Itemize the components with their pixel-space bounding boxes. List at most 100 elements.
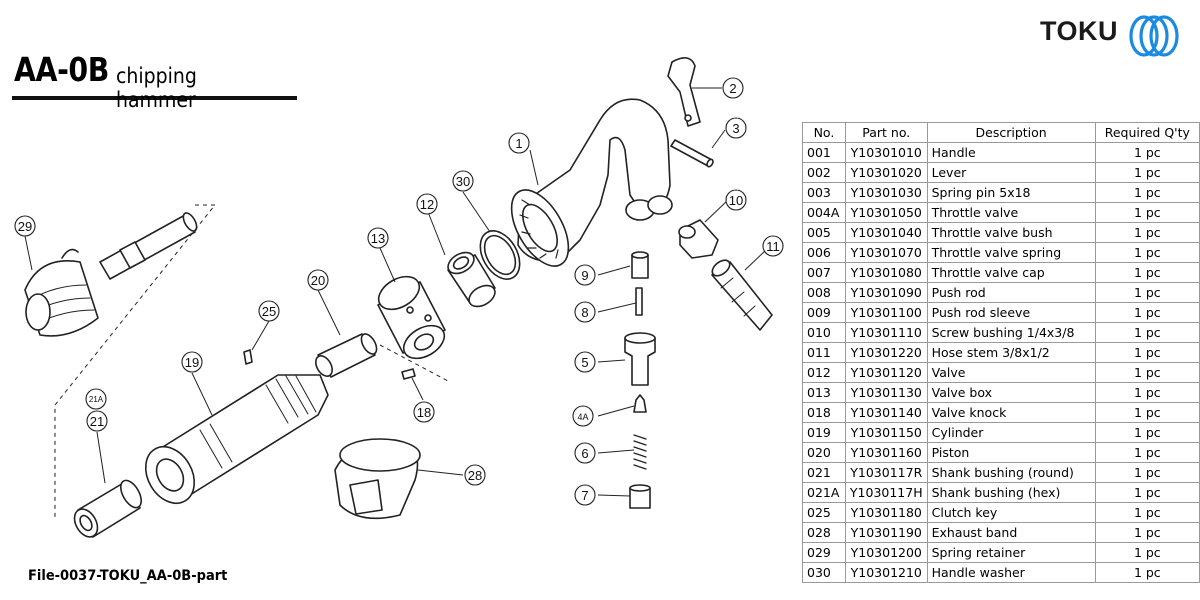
cell-description: Clutch key (926, 502, 1096, 523)
cell-part-no: Y10301220 (844, 342, 928, 363)
cell-part-no: Y10301200 (844, 542, 928, 563)
valve-part (447, 251, 496, 308)
cell-description: Valve box (926, 382, 1096, 403)
callout-9: 9 (581, 268, 588, 283)
header-required-qty: Required Q'ty (1094, 122, 1200, 143)
cell-no: 008 (802, 282, 846, 303)
callout-4a: 4A (577, 412, 588, 422)
callout-21a: 21A (89, 395, 104, 404)
cell-no: 012 (802, 362, 846, 383)
cell-description: Spring retainer (926, 542, 1096, 563)
cell-no: 028 (802, 522, 846, 543)
cell-no: 021 (802, 462, 846, 483)
cell-qty: 1 pc (1094, 442, 1200, 463)
hose-stem-part (711, 259, 773, 331)
cell-description: Shank bushing (round) (926, 462, 1096, 483)
cell-part-no: Y1030117H (844, 482, 928, 503)
cell-part-no: Y10301150 (844, 422, 928, 443)
parts-table: No. Part no. Description Required Q'ty 0… (802, 122, 1200, 583)
cell-part-no: Y1030117R (844, 462, 928, 483)
cell-part-no: Y10301010 (844, 142, 928, 163)
cell-part-no: Y10301020 (844, 162, 928, 183)
cell-qty: 1 pc (1094, 162, 1200, 183)
cell-qty: 1 pc (1094, 482, 1200, 503)
cell-no: 010 (802, 322, 846, 343)
header-no: No. (802, 122, 846, 143)
callout-30: 30 (456, 174, 470, 189)
valve-knock-part (401, 368, 416, 380)
cell-part-no: Y10301050 (844, 202, 928, 223)
title-block: AA-0B chipping hammer (12, 50, 297, 112)
cell-part-no: Y10301040 (844, 222, 928, 243)
callout-1: 1 (515, 136, 522, 151)
cell-part-no: Y10301110 (844, 322, 928, 343)
callout-25: 25 (262, 304, 276, 319)
callout-19: 19 (185, 355, 199, 370)
cell-qty: 1 pc (1094, 302, 1200, 323)
callout-8: 8 (581, 305, 588, 320)
cell-description: Valve knock (926, 402, 1096, 423)
cell-part-no: Y10301070 (844, 242, 928, 263)
callout-29: 29 (18, 219, 32, 234)
shank-bushing-part (73, 479, 143, 538)
callout-21: 21 (90, 414, 104, 429)
cylinder-part (144, 374, 329, 505)
cell-no: 021A (802, 482, 846, 503)
cell-description: Handle washer (926, 562, 1096, 583)
cell-part-no: Y10301030 (844, 182, 928, 203)
spring-retainer-part (24, 248, 99, 337)
cell-qty: 1 pc (1094, 382, 1200, 403)
callout-28: 28 (468, 468, 482, 483)
cell-description: Spring pin 5x18 (926, 182, 1096, 203)
model-name: AA-0B (14, 50, 109, 89)
cell-qty: 1 pc (1094, 282, 1200, 303)
cell-no: 030 (802, 562, 846, 583)
callout-12: 12 (420, 197, 434, 212)
cell-part-no: Y10301210 (844, 562, 928, 583)
tool-shank-part (99, 212, 198, 280)
cell-no: 025 (802, 502, 846, 523)
cell-no: 002 (802, 162, 846, 183)
cell-no: 004A (802, 202, 846, 223)
logo-text: TOKU (1040, 16, 1119, 46)
cell-no: 013 (802, 382, 846, 403)
callout-6: 6 (581, 446, 588, 461)
throttle-valve-bush-part (624, 332, 656, 386)
cell-description: Hose stem 3/8x1/2 (926, 342, 1096, 363)
cell-no: 009 (802, 302, 846, 323)
cell-part-no: Y10301160 (844, 442, 928, 463)
push-rod-part (635, 287, 643, 316)
cell-no: 003 (802, 182, 846, 203)
cell-qty: 1 pc (1094, 422, 1200, 443)
cell-qty: 1 pc (1094, 262, 1200, 283)
cell-no: 019 (802, 422, 846, 443)
throttle-valve-part (633, 394, 647, 413)
cell-description: Push rod (926, 282, 1096, 303)
cell-part-no: Y10301100 (844, 302, 928, 323)
throttle-valve-spring-part (633, 434, 647, 470)
cell-description: Throttle valve (926, 202, 1096, 223)
cell-qty: 1 pc (1094, 522, 1200, 543)
cell-qty: 1 pc (1094, 202, 1200, 223)
cell-description: Piston (926, 442, 1096, 463)
cell-description: Cylinder (926, 422, 1096, 443)
cell-qty: 1 pc (1094, 362, 1200, 383)
push-rod-sleeve-part (631, 251, 649, 279)
callout-2: 2 (729, 81, 736, 96)
cell-qty: 1 pc (1094, 502, 1200, 523)
callout-18: 18 (417, 405, 431, 420)
